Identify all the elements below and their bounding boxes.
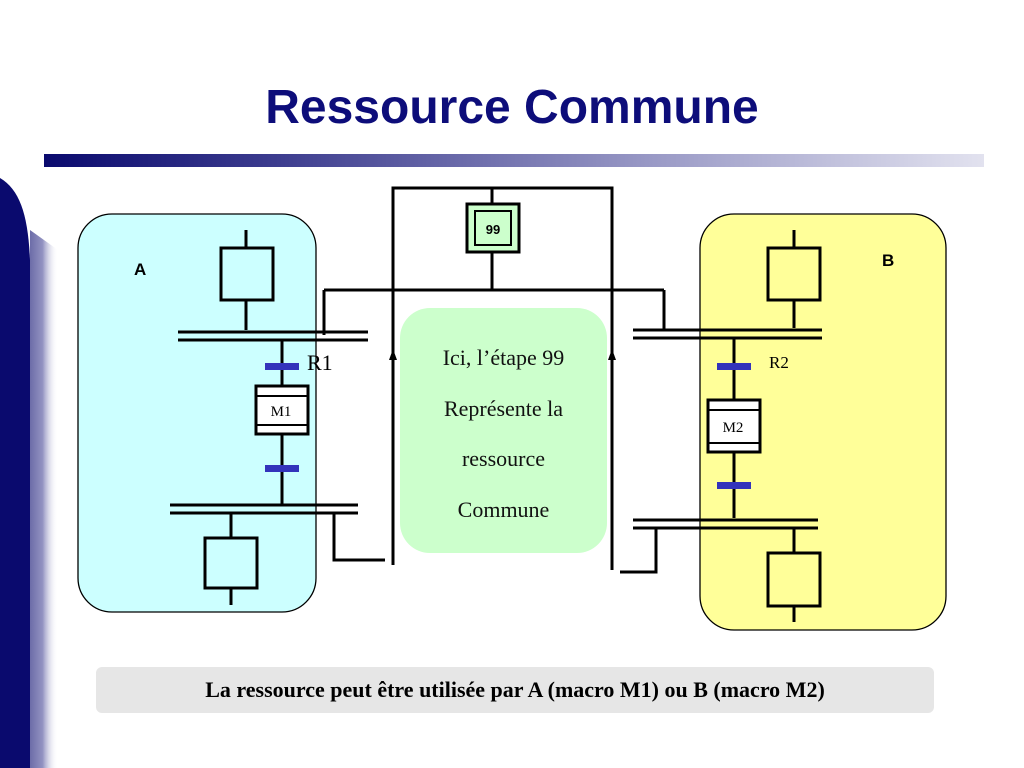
step-a-bottom — [203, 536, 259, 590]
note-line-1: Ici, l’étape 99 — [442, 345, 565, 370]
transition-b-m2-out — [717, 482, 751, 489]
page-title: Ressource Commune — [265, 81, 759, 134]
note-line-3: ressource — [461, 446, 546, 471]
note-line-4: Commune — [457, 496, 550, 522]
process-b-region — [699, 213, 947, 631]
transition-a-m1-out — [265, 465, 299, 472]
process-b-label: B — [882, 251, 894, 270]
transition-r1 — [265, 363, 299, 370]
r1-label: R1 — [307, 350, 333, 375]
process-a-label: A — [134, 260, 146, 279]
step-b-bottom — [766, 551, 822, 608]
left-accent-bar — [0, 178, 58, 768]
note-line-2: Représente la — [443, 395, 564, 421]
m1-label: M1 — [271, 404, 292, 420]
footer-caption: La ressource peut être utilisée par A (m… — [96, 667, 934, 713]
resource-step-label: 99 — [486, 222, 500, 237]
macro-step-m1: M1 — [254, 384, 310, 436]
note-box: Ici, l’étape 99 Représente la ressource … — [400, 308, 607, 553]
title-underline — [44, 154, 984, 167]
resource-loop-left — [391, 186, 614, 570]
macro-step-m2: M2 — [706, 398, 762, 454]
r2-label: R2 — [769, 353, 789, 372]
transition-r2 — [717, 363, 751, 370]
step-b-top — [766, 246, 822, 302]
step-a-top — [219, 246, 275, 302]
m2-label: M2 — [723, 420, 744, 436]
